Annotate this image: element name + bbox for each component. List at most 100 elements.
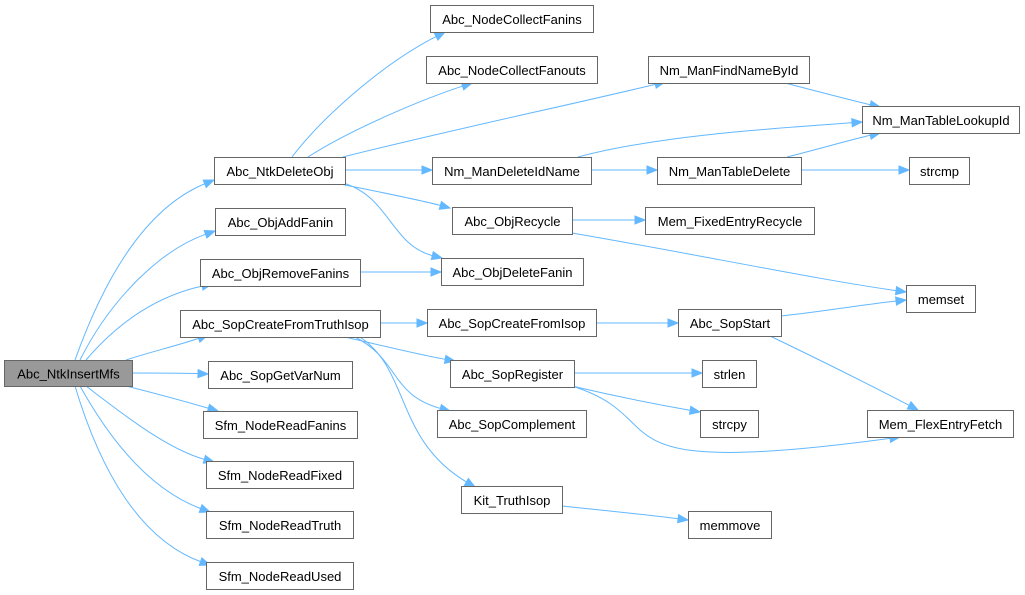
arrowhead-icon	[206, 403, 220, 413]
edge-Abc_SopCreateFromTruthIsop-to-Abc_SopComplement	[354, 336, 452, 413]
node-label: Abc_ObjDeleteFanin	[453, 265, 573, 280]
node-Abc_SopGetVarNum[interactable]: Abc_SopGetVarNum	[208, 361, 353, 389]
arrowhead-icon	[463, 477, 477, 488]
edge-Abc_NtkInsertMfs-to-Abc_ObjAddFanin	[79, 229, 217, 361]
node-label: Abc_SopGetVarNum	[220, 368, 340, 383]
node-label: Abc_NtkDeleteObj	[227, 164, 334, 179]
edge-Abc_NtkInsertMfs-to-Abc_NtkDeleteObj	[74, 179, 216, 361]
edge-Abc_SopCreateFromTruthIsop-to-Abc_SopCreateFromIsop	[380, 318, 429, 328]
edge-line	[571, 385, 692, 411]
node-label: Nm_ManDeleteIdName	[444, 164, 580, 179]
node-box	[867, 410, 1014, 438]
edge-line	[359, 336, 468, 483]
arrowhead-icon	[433, 31, 447, 41]
arrowhead-icon	[677, 513, 690, 524]
node-label: strcpy	[712, 417, 747, 432]
node-Nm_ManFindNameById[interactable]: Nm_ManFindNameById	[648, 56, 810, 84]
edge-Abc_SopCreateFromIsop-to-Abc_SopStart	[596, 318, 680, 328]
edge-line	[291, 35, 438, 158]
edge-line	[577, 122, 854, 158]
node-Abc_NodeCollectFanouts[interactable]: Abc_NodeCollectFanouts	[426, 56, 598, 84]
node-memset[interactable]: memset	[906, 285, 976, 313]
edge-line	[125, 385, 210, 409]
node-box	[180, 310, 381, 338]
edge-Abc_NtkInsertMfs-to-Sfm_NodeReadFixed	[85, 385, 216, 464]
node-Nm_ManDeleteIdName[interactable]: Nm_ManDeleteIdName	[432, 157, 592, 185]
node-label: Nm_ManFindNameById	[660, 63, 799, 78]
node-Sfm_NodeReadFixed[interactable]: Sfm_NodeReadFixed	[206, 461, 354, 489]
edge-Abc_NtkDeleteObj-to-Abc_ObjRecycle	[339, 183, 452, 210]
node-label: memmove	[700, 518, 761, 533]
node-box	[450, 360, 575, 388]
node-Abc_NtkInsertMfs[interactable]: Abc_NtkInsertMfs	[4, 360, 133, 387]
edge-Nm_ManTableDelete-to-Nm_ManTableLookupId	[786, 130, 882, 158]
node-strcpy[interactable]: strcpy	[700, 410, 759, 438]
node-label: Nm_ManTableDelete	[669, 164, 790, 179]
node-box	[214, 157, 346, 185]
node-Sfm_NodeReadFanins[interactable]: Sfm_NodeReadFanins	[203, 411, 358, 439]
edge-line	[85, 285, 204, 361]
node-box	[452, 207, 573, 235]
edge-Abc_ObjRecycle-to-memset	[571, 232, 908, 296]
node-Kit_TruthIsop[interactable]: Kit_TruthIsop	[461, 486, 563, 514]
node-box	[657, 157, 802, 185]
node-Abc_ObjRecycle[interactable]: Abc_ObjRecycle	[452, 207, 573, 235]
node-box	[426, 56, 598, 84]
node-Mem_FlexEntryFetch[interactable]: Mem_FlexEntryFetch	[867, 410, 1014, 438]
node-box	[203, 411, 358, 439]
node-box	[430, 5, 594, 33]
node-box	[441, 258, 584, 286]
edge-line	[74, 385, 202, 563]
node-Mem_FixedEntryRecycle[interactable]: Mem_FixedEntryRecycle	[645, 207, 815, 235]
edge-Nm_ManDeleteIdName-to-Nm_ManTableDelete	[591, 165, 659, 175]
edge-Abc_NtkDeleteObj-to-Abc_ObjDeleteFanin	[339, 181, 444, 261]
arrowhead-icon	[430, 267, 443, 277]
arrowhead-icon	[898, 165, 911, 175]
node-box	[206, 562, 354, 590]
node-label: Abc_NtkInsertMfs	[17, 367, 120, 382]
edge-line	[571, 385, 892, 453]
node-Nm_ManTableLookupId[interactable]: Nm_ManTableLookupId	[862, 106, 1020, 134]
node-Sfm_NodeReadUsed[interactable]: Sfm_NodeReadUsed	[206, 562, 354, 590]
node-Abc_ObjAddFanin[interactable]: Abc_ObjAddFanin	[215, 208, 346, 236]
edge-line	[79, 385, 202, 510]
node-box	[645, 207, 815, 235]
node-Nm_ManTableDelete[interactable]: Nm_ManTableDelete	[657, 157, 802, 185]
node-label: Mem_FlexEntryFetch	[879, 417, 1003, 432]
edges-layer	[74, 31, 920, 566]
edge-Abc_SopStart-to-memset	[780, 296, 908, 317]
edge-Abc_NtkInsertMfs-to-Sfm_NodeReadUsed	[74, 385, 212, 566]
arrowhead-icon	[894, 285, 908, 296]
node-label: memset	[918, 292, 965, 307]
node-Abc_ObjDeleteFanin[interactable]: Abc_ObjDeleteFanin	[441, 258, 584, 286]
edge-Abc_NtkInsertMfs-to-Sfm_NodeReadTruth	[79, 385, 212, 513]
node-Abc_NtkDeleteObj[interactable]: Abc_NtkDeleteObj	[214, 157, 346, 185]
node-Abc_NodeCollectFanins[interactable]: Abc_NodeCollectFanins	[430, 5, 594, 33]
node-label: Sfm_NodeReadFixed	[218, 468, 342, 483]
node-label: strlen	[714, 367, 746, 382]
node-box	[432, 157, 592, 185]
node-strlen[interactable]: strlen	[702, 360, 757, 388]
node-label: Abc_SopCreateFromIsop	[439, 316, 586, 331]
node-Abc_SopCreateFromIsop[interactable]: Abc_SopCreateFromIsop	[427, 309, 597, 337]
node-Sfm_NodeReadTruth[interactable]: Sfm_NodeReadTruth	[206, 511, 354, 539]
node-label: Abc_SopCreateFromTruthIsop	[192, 317, 369, 332]
node-Abc_ObjRemoveFanins[interactable]: Abc_ObjRemoveFanins	[200, 259, 361, 287]
node-Abc_SopStart[interactable]: Abc_SopStart	[678, 309, 782, 337]
node-Abc_SopCreateFromTruthIsop[interactable]: Abc_SopCreateFromTruthIsop	[180, 310, 381, 338]
edge-line	[780, 300, 898, 317]
node-label: Sfm_NodeReadFanins	[215, 418, 347, 433]
arrowhead-icon	[906, 400, 920, 411]
arrowhead-icon	[198, 503, 212, 513]
edge-line	[74, 182, 206, 361]
node-memmove[interactable]: memmove	[688, 511, 772, 539]
edge-line	[85, 385, 206, 461]
node-Abc_SopComplement[interactable]: Abc_SopComplement	[437, 410, 587, 438]
node-label: Sfm_NodeReadUsed	[219, 569, 342, 584]
node-strcmp[interactable]: strcmp	[909, 157, 970, 185]
nodes-layer: Abc_NtkInsertMfs Abc_NtkDeleteObjAbc_ObjA…	[4, 5, 1020, 590]
node-box	[702, 360, 757, 388]
node-label: Abc_SopRegister	[462, 367, 564, 382]
node-Abc_SopRegister[interactable]: Abc_SopRegister	[450, 360, 575, 388]
edge-Nm_ManDeleteIdName-to-Nm_ManTableLookupId	[577, 117, 864, 158]
